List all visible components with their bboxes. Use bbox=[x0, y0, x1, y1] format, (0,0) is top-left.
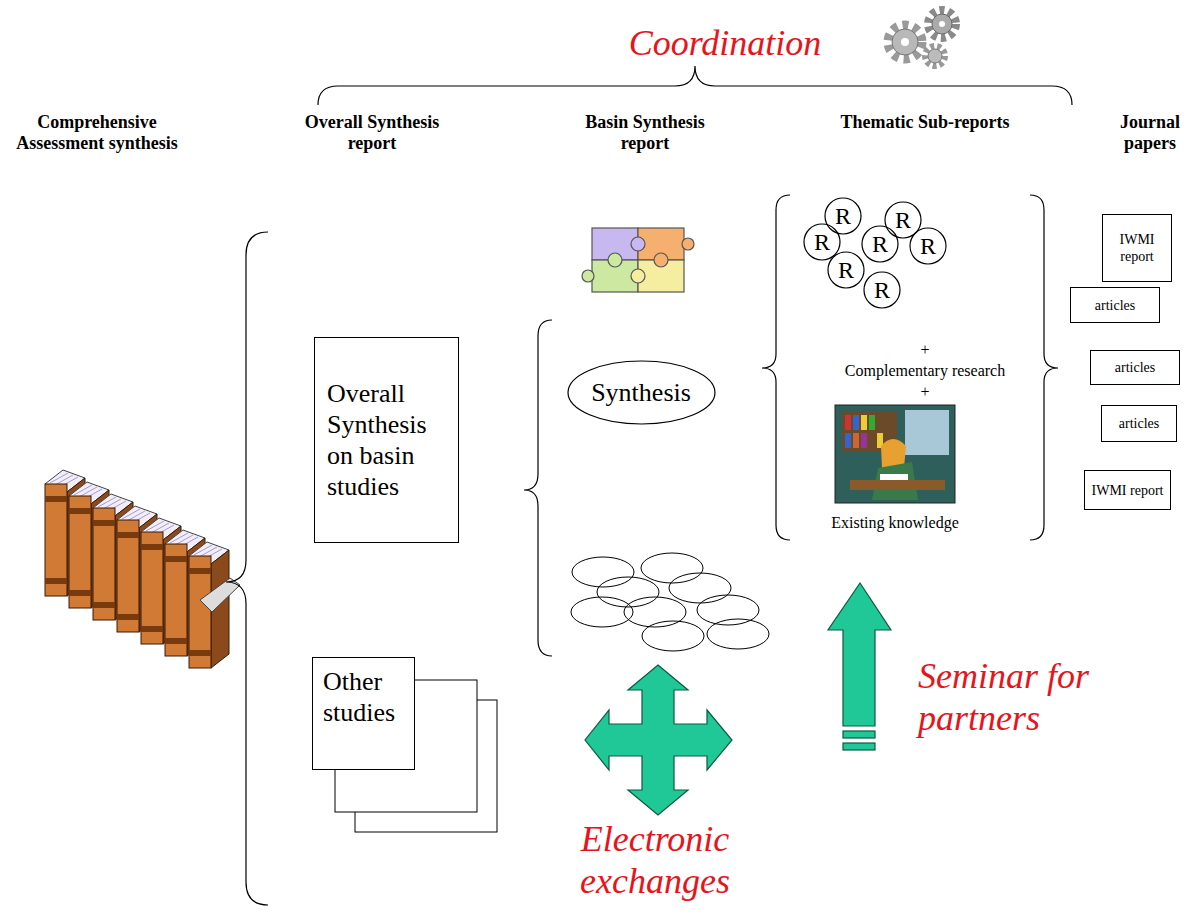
synthesis-ellipse: Synthesis bbox=[567, 360, 716, 425]
research-note: Complementary research bbox=[810, 361, 1040, 381]
node-text: R bbox=[895, 206, 911, 234]
circle-shape bbox=[862, 226, 898, 262]
column-heading: Journal papers bbox=[1105, 112, 1195, 154]
green-arrows bbox=[585, 583, 891, 815]
node-text: articles bbox=[1115, 359, 1155, 376]
brackets bbox=[226, 66, 1072, 905]
studies-page: Other studies bbox=[312, 657, 415, 770]
review-circle: R bbox=[861, 225, 899, 263]
seminar-label: Seminar for partners bbox=[918, 655, 1158, 739]
knowledge-note: Existing knowledge bbox=[795, 513, 995, 533]
node-text: R bbox=[920, 232, 936, 260]
basin-study-ellipses bbox=[571, 553, 769, 651]
ellipse-shape bbox=[568, 361, 715, 424]
node-text: Synthesis bbox=[591, 377, 691, 408]
journal-box: IWMI report bbox=[1084, 470, 1171, 510]
node-text: IWMI report bbox=[1092, 482, 1164, 499]
column-heading: Thematic Sub-reports bbox=[810, 112, 1040, 133]
review-circle: R bbox=[884, 201, 922, 239]
node-text: R bbox=[874, 276, 890, 304]
node-text: Other studies bbox=[323, 666, 404, 728]
node-text: R bbox=[872, 230, 888, 258]
node-text: IWMI report bbox=[1109, 231, 1165, 265]
journal-box: articles bbox=[1090, 350, 1180, 385]
reading-person-picture bbox=[835, 405, 955, 503]
puzzle-icon bbox=[582, 228, 694, 292]
synthesis-box: Overall Synthesis on basin studies bbox=[314, 337, 459, 543]
journal-box: articles bbox=[1070, 287, 1160, 323]
journal-box: IWMI report bbox=[1102, 214, 1172, 282]
column-heading: Comprehensive Assessment synthesis bbox=[12, 112, 182, 154]
coordination-label: Coordination bbox=[595, 22, 855, 64]
books-icon bbox=[45, 470, 240, 668]
circle-shape bbox=[864, 272, 900, 308]
circle-shape bbox=[804, 224, 840, 260]
node-text: articles bbox=[1119, 415, 1159, 432]
node-text: articles bbox=[1095, 297, 1135, 314]
review-circle: R bbox=[827, 251, 865, 289]
node-text: R bbox=[814, 228, 830, 256]
circle-shape bbox=[828, 252, 864, 288]
node-text: R bbox=[835, 202, 851, 230]
column-heading: Basin Synthesis report bbox=[570, 112, 720, 154]
review-circle: R bbox=[863, 271, 901, 309]
exchanges-label: Electronic exchanges bbox=[545, 818, 765, 902]
circle-shape bbox=[825, 198, 861, 234]
gears-icon bbox=[888, 10, 956, 66]
plus-sign: + bbox=[910, 382, 940, 402]
node-text: R bbox=[838, 256, 854, 284]
journal-box: articles bbox=[1101, 405, 1177, 442]
circle-shape bbox=[910, 228, 946, 264]
review-circle: R bbox=[909, 227, 947, 265]
column-heading: Overall Synthesis report bbox=[292, 112, 452, 154]
plus-sign: + bbox=[910, 340, 940, 360]
node-text: Overall Synthesis on basin studies bbox=[327, 378, 446, 502]
